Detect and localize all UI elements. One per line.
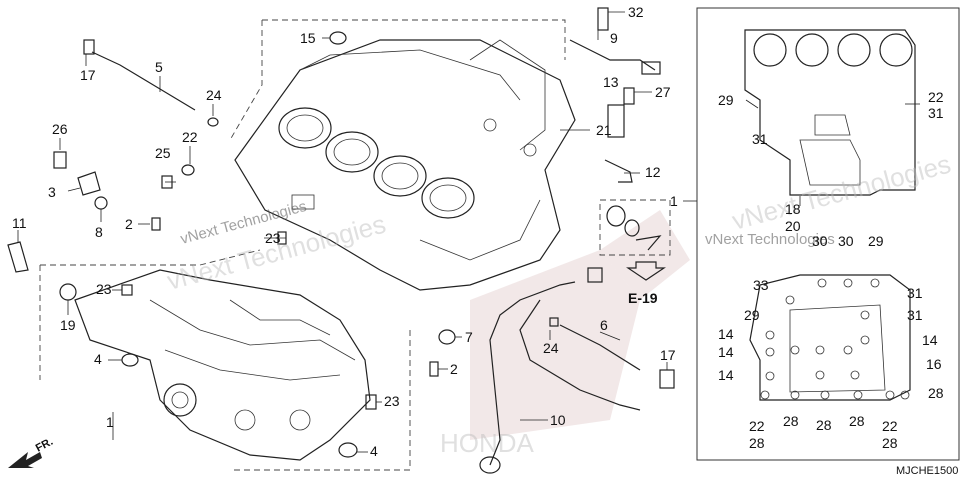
callout-12: 12 (645, 164, 661, 180)
callout-21: 21 (596, 122, 612, 138)
callout-4-bottom: 4 (370, 443, 378, 459)
callout-labels: 32 15 9 17 5 13 27 24 26 22 25 21 12 3 8… (12, 4, 678, 459)
callout-17-right: 17 (660, 347, 676, 363)
inset-callout-31-mid: 31 (907, 285, 923, 301)
inset-callout-31-left: 31 (752, 131, 768, 147)
callout-7: 7 (465, 329, 473, 345)
watermark-3: vNext Technologies (705, 231, 835, 248)
callout-22-left: 22 (182, 129, 198, 145)
callout-23-left: 23 (96, 281, 112, 297)
inset-callout-28-b: 28 (816, 417, 832, 433)
inset-callout-31-right: 31 (928, 105, 944, 121)
callout-23-bottom: 23 (384, 393, 400, 409)
inset-callout-31-low: 31 (907, 307, 923, 323)
callout-1-left: 1 (106, 414, 114, 430)
inset-callout-30-a: 30 (812, 233, 828, 249)
lower-crankcase (74, 269, 371, 461)
callout-25: 25 (155, 145, 171, 161)
callout-1-right: 1 (670, 193, 678, 209)
callout-17-top: 17 (80, 67, 96, 83)
callout-24-top: 24 (206, 87, 222, 103)
callout-3: 3 (48, 184, 56, 200)
callout-26: 26 (52, 121, 68, 137)
inset-callout-29-top: 29 (718, 92, 734, 108)
inset-callout-18: 18 (785, 201, 801, 217)
e-reference-label: E-19 (628, 290, 658, 306)
inset-callout-28-right: 28 (928, 385, 944, 401)
inset-callout-22-low-right: 22 (882, 418, 898, 434)
callout-27: 27 (655, 84, 671, 100)
front-label: FR. (34, 436, 55, 455)
watermark-4: vNext Technologies (729, 149, 954, 236)
inset-callout-labels: 29 22 31 31 18 20 30 30 29 33 31 29 31 1… (718, 89, 944, 451)
inset-callout-28-low-right: 28 (882, 435, 898, 451)
callout-32: 32 (628, 4, 644, 20)
inset-callout-30-b: 30 (838, 233, 854, 249)
diagram-code: MJCHE1500 (896, 465, 958, 477)
inset-callout-29-low: 29 (744, 307, 760, 323)
inset-callout-29-mid: 29 (868, 233, 884, 249)
inset-callout-16: 16 (926, 356, 942, 372)
e-reference-arrow (626, 261, 666, 281)
inset-frame (696, 7, 960, 461)
inset-callout-28-low-left: 28 (749, 435, 765, 451)
inset-callout-28-a: 28 (783, 413, 799, 429)
callout-11: 11 (12, 215, 27, 231)
callout-5: 5 (155, 59, 163, 75)
callout-23-top: 23 (265, 230, 281, 246)
callout-2-bottom: 2 (450, 361, 458, 377)
callout-2-top: 2 (125, 216, 133, 232)
leader-lines (17, 11, 920, 453)
inset-callout-14-b: 14 (922, 332, 938, 348)
callout-4-left: 4 (94, 351, 102, 367)
inset-callout-22-top: 22 (928, 89, 944, 105)
inset-callout-28-c: 28 (849, 413, 865, 429)
brand-watermark: HONDA (440, 428, 535, 458)
front-arrow-icon (8, 452, 42, 468)
callout-9: 9 (610, 30, 618, 46)
upper-crankcase (234, 39, 576, 291)
callout-13: 13 (603, 74, 619, 90)
inset-callout-14-d: 14 (718, 367, 734, 383)
inset-callout-20: 20 (785, 218, 801, 234)
callout-19: 19 (60, 317, 76, 333)
callout-15: 15 (300, 30, 316, 46)
callout-10: 10 (550, 412, 566, 428)
inset-callout-14-c: 14 (718, 344, 734, 360)
cylinder-gasket-view (744, 29, 916, 196)
inset-callout-33: 33 (753, 277, 769, 293)
callout-8: 8 (95, 224, 103, 240)
small-parts (7, 7, 675, 474)
callout-24-mid: 24 (543, 340, 559, 356)
inset-callout-22-low-left: 22 (749, 418, 765, 434)
inset-callout-14-a: 14 (718, 326, 734, 342)
honda-wing-logo (470, 210, 690, 440)
callout-6: 6 (600, 317, 608, 333)
crankcase-bolt-view (749, 274, 911, 401)
